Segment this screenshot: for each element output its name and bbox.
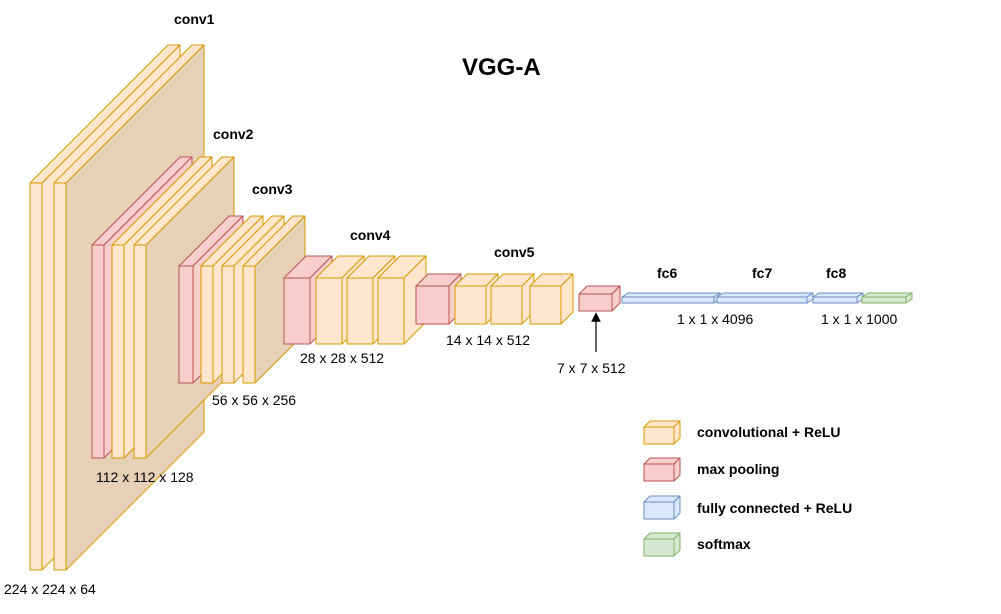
legend-pool-label: max pooling — [697, 461, 780, 477]
conv2-layer-a-front — [111, 244, 125, 459]
dim-4096: 1 x 1 x 4096 — [677, 311, 754, 327]
softmax-layer-front — [861, 296, 907, 304]
legend-fc-swatch-front — [643, 501, 675, 520]
dim-28: 28 x 28 x 512 — [300, 350, 385, 366]
legend-fc-label: fully connected + ReLU — [697, 500, 853, 516]
fc6-label: fc6 — [657, 265, 678, 281]
dim-112: 112 x 112 x 128 — [96, 469, 194, 485]
fc8-layer-top — [812, 292, 864, 298]
conv3-layer-a-front — [200, 265, 214, 384]
legend-softmax-label: softmax — [697, 536, 751, 552]
conv5-layer-b — [490, 273, 535, 325]
conv4-layer-a-front — [315, 277, 343, 345]
fc8-layer — [812, 292, 864, 304]
conv3-layer-c-front — [242, 265, 256, 384]
dim-224: 224 x 224 x 64 — [4, 581, 96, 597]
fc6-layer — [621, 292, 721, 304]
legend-pool-swatch-front — [643, 463, 675, 482]
fc6-layer-top — [621, 292, 721, 298]
conv4-layer-b-front — [346, 277, 374, 345]
conv5-layer-a-front — [454, 285, 487, 325]
fc7-label: fc7 — [752, 265, 773, 281]
legend-conv-label: convolutional + ReLU — [697, 424, 841, 440]
legend-fc-swatch — [643, 495, 681, 520]
softmax-layer-top — [861, 292, 913, 298]
fc7-layer-top — [716, 292, 814, 298]
fc8-label: fc8 — [826, 265, 847, 281]
conv5-layer-b-front — [490, 285, 523, 325]
fc7-layer-front — [716, 296, 808, 304]
conv4-label: conv4 — [350, 227, 391, 243]
softmax-layer — [861, 292, 913, 304]
legend-softmax-swatch-front — [643, 538, 675, 557]
dim-56: 56 x 56 x 256 — [212, 392, 297, 408]
pool3-layer-front — [283, 277, 311, 345]
legend-conv-swatch — [643, 420, 681, 445]
legend-conv-swatch-front — [643, 426, 675, 445]
legend-pool-swatch — [643, 457, 681, 482]
dim-1000: 1 x 1 x 1000 — [821, 311, 898, 327]
conv5-layer-c — [529, 273, 574, 325]
legend-softmax-swatch — [643, 532, 681, 557]
conv3-label: conv3 — [252, 181, 293, 197]
conv2-label: conv2 — [213, 126, 254, 142]
conv1-layer-a-front — [29, 182, 43, 571]
pool5-layer — [578, 285, 621, 312]
conv1-label: conv1 — [174, 11, 215, 27]
conv3-layer-b-front — [221, 265, 235, 384]
pool2-layer-front — [178, 265, 194, 384]
fc8-layer-front — [812, 296, 858, 304]
conv5-label: conv5 — [494, 244, 535, 260]
conv2-layer-b-front — [133, 244, 147, 459]
conv4-layer-c — [377, 255, 427, 345]
pool1-layer-front — [91, 244, 105, 459]
dim-7: 7 x 7 x 512 — [557, 360, 626, 376]
fc6-layer-front — [621, 296, 715, 304]
pool4-layer-front — [415, 285, 450, 325]
conv1-layer-b-front — [53, 182, 67, 571]
pool4-layer — [415, 273, 462, 325]
conv5-layer-c-front — [529, 285, 562, 325]
conv4-layer-c-front — [377, 277, 405, 345]
pool5-layer-front — [578, 293, 613, 312]
dim-14: 14 x 14 x 512 — [446, 332, 531, 348]
fc7-layer — [716, 292, 814, 304]
conv3-layer-c — [242, 215, 306, 384]
diagram-title: VGG-A — [462, 54, 541, 81]
